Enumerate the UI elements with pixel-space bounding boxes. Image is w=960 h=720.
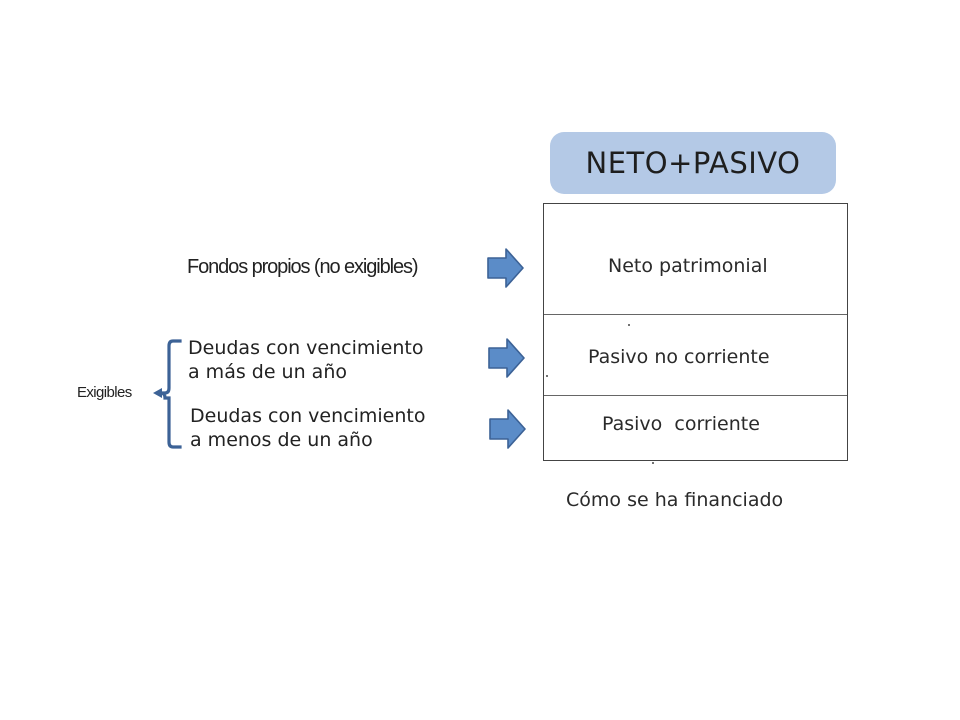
row-pasivo-no-corriente: Pasivo no corriente <box>544 315 847 396</box>
deudas-largo-line2: a más de un año <box>188 361 347 383</box>
right-arrow-icon <box>487 248 524 288</box>
deudas-corto-line1: Deudas con vencimiento <box>190 405 426 427</box>
fondos-propios-label: Fondos propios (no exigibles) <box>187 256 419 278</box>
row-neto-patrimonial: Neto patrimonial <box>544 204 847 315</box>
deudas-corto-label: Deudas con vencimiento a menos de un año <box>190 404 425 452</box>
deudas-largo-label: Deudas con vencimiento a más de un año <box>188 336 423 384</box>
left-pointer-icon <box>153 388 162 398</box>
deudas-corto-line2: a menos de un año <box>190 429 373 451</box>
row-label: Pasivo corriente <box>602 413 760 435</box>
stray-dot <box>546 375 548 377</box>
header-title: NETO+PASIVO <box>585 146 801 180</box>
exigibles-label: Exigibles <box>77 384 132 401</box>
right-arrow-icon <box>489 409 526 449</box>
row-label: Pasivo no corriente <box>588 346 770 368</box>
deudas-largo-line1: Deudas con vencimiento <box>188 337 424 359</box>
header-pill: NETO+PASIVO <box>550 132 836 194</box>
stray-dot <box>628 324 630 326</box>
right-arrow-icon <box>488 338 525 378</box>
footer-caption: Cómo se ha financiado <box>566 489 784 511</box>
stray-dot <box>652 462 654 464</box>
balance-table: Neto patrimonial Pasivo no corriente Pas… <box>543 203 848 461</box>
row-pasivo-corriente: Pasivo corriente <box>544 396 847 460</box>
curly-brace-icon <box>153 339 182 449</box>
row-label: Neto patrimonial <box>608 255 768 277</box>
